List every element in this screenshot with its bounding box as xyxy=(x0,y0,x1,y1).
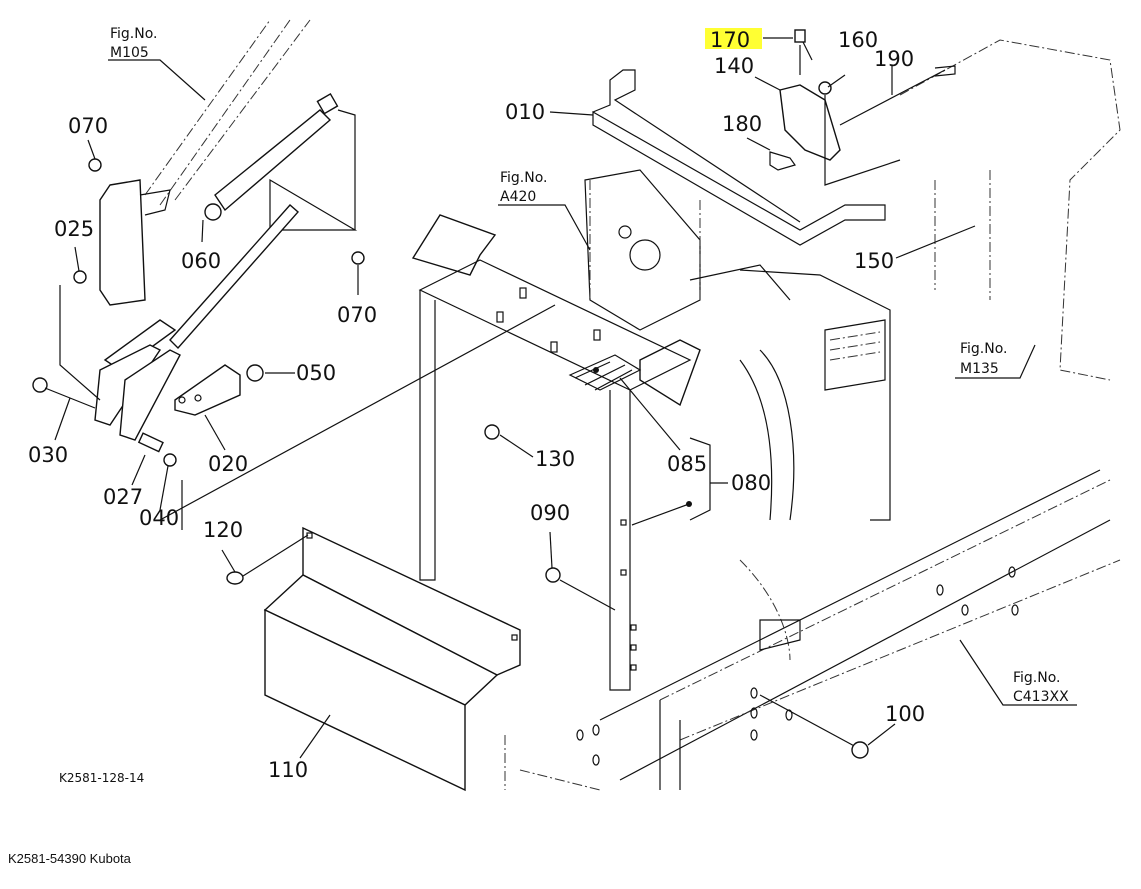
highlight-marker xyxy=(705,28,762,49)
fig-ref-m105-line1[interactable]: Fig.No. xyxy=(110,26,158,42)
latch-assembly-drawing xyxy=(769,29,956,186)
chassis-frame-drawing xyxy=(504,39,1121,791)
callout-140[interactable]: 140 xyxy=(714,54,754,78)
fig-ref-m135-line1[interactable]: Fig.No. xyxy=(960,341,1008,357)
callout-085[interactable]: 085 xyxy=(667,452,707,476)
cover-110-drawing xyxy=(226,526,521,792)
callout-100[interactable]: 100 xyxy=(885,702,925,726)
callouts: 170 160 190 140 010 180 150 070 025 060 … xyxy=(28,28,925,782)
front-panel-drawing xyxy=(584,169,791,331)
callout-170[interactable]: 170 xyxy=(710,28,750,52)
figure-references: Fig.No. M105 Fig.No. A420 Fig.No. M135 F… xyxy=(110,26,1069,705)
callout-130[interactable]: 130 xyxy=(535,447,575,471)
callout-120[interactable]: 120 xyxy=(203,518,243,542)
leader-lines xyxy=(54,37,1077,759)
callout-020[interactable]: 020 xyxy=(208,452,248,476)
radiator-frame-drawing xyxy=(411,214,701,691)
fig-ref-a420-line2[interactable]: A420 xyxy=(500,189,536,205)
callout-090[interactable]: 090 xyxy=(530,501,570,525)
callout-030[interactable]: 030 xyxy=(28,443,68,467)
callout-190[interactable]: 190 xyxy=(874,47,914,71)
fig-ref-m135-line2[interactable]: M135 xyxy=(960,361,999,377)
hood-hinge-drawing xyxy=(32,19,556,530)
callout-080[interactable]: 080 xyxy=(731,471,771,495)
callout-025[interactable]: 025 xyxy=(54,217,94,241)
footer-caption: K2581-54390 Kubota xyxy=(8,851,131,866)
callout-040[interactable]: 040 xyxy=(139,506,179,530)
fig-ref-m105-line2[interactable]: M105 xyxy=(110,45,149,61)
callout-160[interactable]: 160 xyxy=(838,28,878,52)
drawing-id: K2581-128-14 xyxy=(59,771,144,785)
callout-010[interactable]: 010 xyxy=(505,100,545,124)
fig-ref-c413xx-line2[interactable]: C413XX xyxy=(1013,689,1069,705)
callout-070-top[interactable]: 070 xyxy=(68,114,108,138)
callout-180[interactable]: 180 xyxy=(722,112,762,136)
callout-150[interactable]: 150 xyxy=(854,249,894,273)
callout-050[interactable]: 050 xyxy=(296,361,336,385)
callout-027[interactable]: 027 xyxy=(103,485,143,509)
callout-060[interactable]: 060 xyxy=(181,249,221,273)
fig-ref-a420-line1[interactable]: Fig.No. xyxy=(500,170,548,186)
part-010-bar xyxy=(592,69,886,246)
fig-ref-c413xx-line1[interactable]: Fig.No. xyxy=(1013,670,1061,686)
callout-070-right[interactable]: 070 xyxy=(337,303,377,327)
callout-110[interactable]: 110 xyxy=(268,758,308,782)
